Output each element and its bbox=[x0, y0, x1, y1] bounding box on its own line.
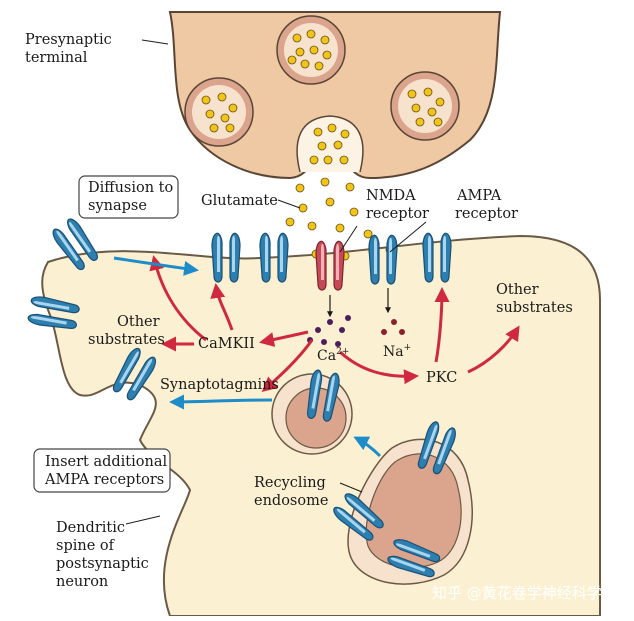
dendritic-label-line2: spine of bbox=[56, 538, 116, 554]
leader-lines bbox=[125, 39, 427, 525]
calcium-ions bbox=[307, 315, 351, 347]
glutamate-label: Glutamate bbox=[201, 193, 278, 209]
recycling-label-line1: Recycling bbox=[254, 475, 326, 491]
synaptic-vesicle-icon bbox=[390, 71, 460, 141]
insert-label-line1: Insert additional bbox=[45, 454, 167, 470]
ampa-label-line2: receptor bbox=[455, 206, 518, 222]
dendritic-label-line3: postsynaptic bbox=[56, 556, 149, 572]
other-substrates-left-line1: Other bbox=[117, 314, 160, 330]
recycling-label-line2: endosome bbox=[254, 493, 328, 509]
diffusion-box bbox=[78, 175, 179, 219]
dendritic-label-line4: neuron bbox=[56, 574, 108, 590]
diffusion-label-line1: Diffusion to bbox=[88, 180, 173, 196]
blue-arrows bbox=[113, 256, 382, 458]
nmda-label-line1: NMDA bbox=[366, 188, 416, 204]
other-substrates-right-line2: substrates bbox=[496, 300, 573, 316]
ampa-label-line1: AMPA bbox=[456, 188, 502, 204]
pkc-label: PKC bbox=[426, 370, 457, 386]
sodium-ions bbox=[381, 319, 405, 335]
insert-label-line2: AMPA receptors bbox=[44, 472, 164, 488]
other-substrates-left-line2: substrates bbox=[88, 332, 165, 348]
red-arrows bbox=[149, 255, 520, 392]
diffusion-label-line2: synapse bbox=[88, 198, 147, 214]
fusing-vesicle bbox=[296, 115, 364, 173]
other-substrates-right-line1: Other bbox=[496, 282, 539, 298]
insert-box bbox=[33, 448, 171, 493]
sodium-label: Na+ bbox=[383, 343, 411, 360]
camkii-label: CaMKII bbox=[198, 336, 255, 352]
synaptic-vesicle-icon bbox=[184, 77, 254, 147]
nmda-label-line2: receptor bbox=[366, 206, 429, 222]
synaptotagmins-label: Synaptotagmins bbox=[160, 377, 279, 393]
dendritic-label-line1: Dendritic bbox=[56, 520, 125, 536]
calcium-label: Ca2+ bbox=[317, 347, 349, 364]
watermark-text: 知乎 @黄花卷学神经科学 bbox=[432, 584, 602, 602]
presynaptic-label-line1: Presynaptic bbox=[25, 32, 112, 48]
synaptic-vesicle-icon bbox=[276, 15, 346, 85]
presynaptic-label-line2: terminal bbox=[25, 50, 88, 66]
